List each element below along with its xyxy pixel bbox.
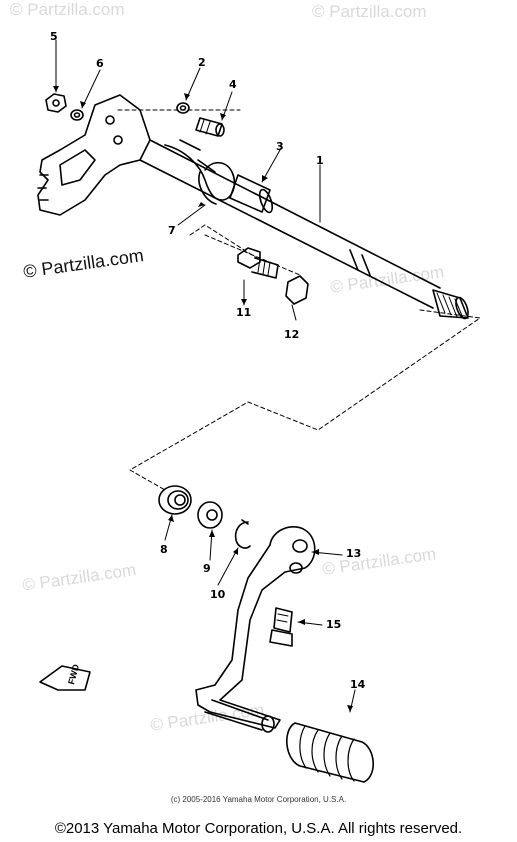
- copyright-notice: ©2013 Yamaha Motor Corporation, U.S.A. A…: [54, 820, 463, 837]
- part-label-13: 13: [346, 547, 362, 560]
- part-label-9: 9: [203, 562, 211, 575]
- part-label-4: 4: [229, 78, 237, 91]
- part-label-12: 12: [284, 328, 300, 341]
- part-label-8: 8: [160, 543, 168, 556]
- part-label-14: 14: [350, 678, 366, 691]
- part-label-10: 10: [210, 588, 226, 601]
- part-label-2: 2: [198, 56, 206, 69]
- part-label-5: 5: [50, 30, 58, 43]
- part-label-1: 1: [316, 154, 324, 167]
- part-label-11: 11: [236, 306, 252, 319]
- fwd-label: FWD: [66, 663, 81, 686]
- watermark: © Partzilla.com: [312, 2, 427, 21]
- part-label-3: 3: [276, 140, 284, 153]
- shift-shaft: [139, 139, 469, 320]
- part-label-6: 6: [96, 57, 104, 70]
- part-label-7: 7: [168, 224, 176, 237]
- image-credit: (c) 2005-2016 Yamaha Motor Corporation, …: [170, 795, 347, 804]
- part-label-15: 15: [326, 618, 342, 631]
- watermark: © Partzilla.com: [10, 0, 125, 19]
